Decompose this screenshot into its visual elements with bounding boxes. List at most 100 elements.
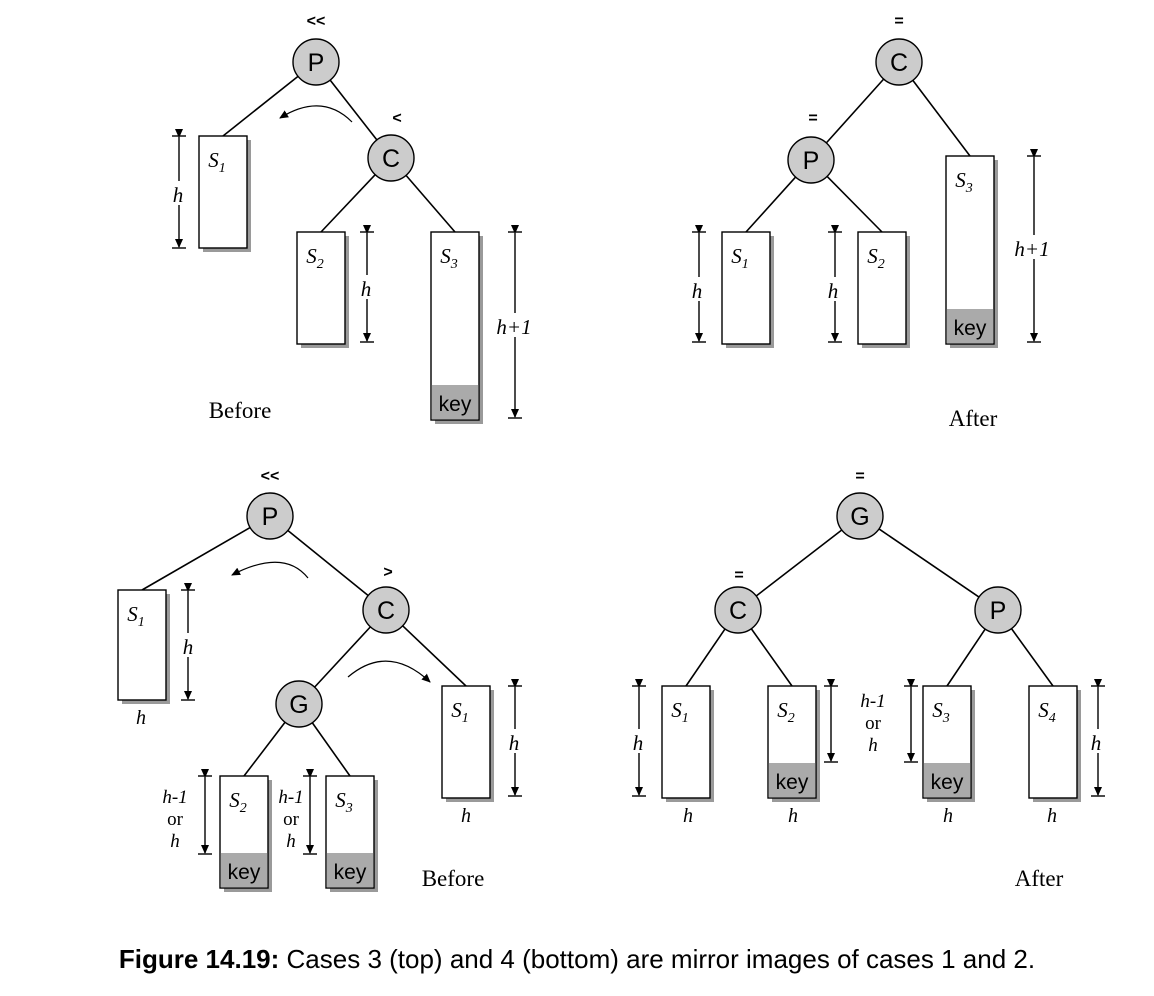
subtree-box xyxy=(117,589,167,701)
tree-edge xyxy=(314,626,371,688)
tree-edge xyxy=(1010,628,1054,687)
subtree-name: S2 xyxy=(229,788,247,816)
tree-edge xyxy=(141,526,251,591)
key-label: key xyxy=(931,771,964,794)
node-C: C> xyxy=(362,564,410,634)
balance-indicator: << xyxy=(307,13,326,30)
tree-edge xyxy=(946,628,986,687)
tree-edge xyxy=(878,528,980,598)
node-circle xyxy=(292,38,340,86)
height-label: h xyxy=(170,831,180,852)
node-label: P xyxy=(990,597,1007,625)
node-P: P << xyxy=(292,13,340,86)
key-band xyxy=(220,853,268,888)
subtree-box xyxy=(857,231,907,345)
tree-edge xyxy=(685,628,726,687)
height-under-label: h xyxy=(1047,805,1057,827)
tree-edge xyxy=(755,529,843,597)
node-label: G xyxy=(850,503,869,531)
rotation-arrow xyxy=(231,561,309,579)
balance-indicator: = xyxy=(734,567,743,584)
node-P: P << xyxy=(246,468,294,540)
subtree-name: S1 xyxy=(671,698,689,726)
subtree-name: S1 xyxy=(127,602,145,630)
node-label: C xyxy=(382,145,400,173)
height-label-bg xyxy=(500,729,528,753)
height-label-bg xyxy=(819,277,847,301)
node-circle xyxy=(714,586,762,634)
subtree-box xyxy=(1028,685,1078,799)
height-label: h+1 xyxy=(1014,237,1049,261)
height-label: h-1 xyxy=(860,691,885,712)
panel-3: S1hhkeyS2h-1orhkeyS3h-1orhS1hhP<<C>GBefo… xyxy=(117,468,528,892)
height-under-label: h xyxy=(943,805,953,827)
subtree-S1: S1h xyxy=(683,225,774,348)
rotation-arrow xyxy=(279,105,353,123)
balance-indicator: < xyxy=(392,110,401,127)
tree-edge xyxy=(243,721,286,777)
height-label: h xyxy=(1091,731,1102,755)
tree-edge xyxy=(402,625,467,687)
tree-edge xyxy=(405,174,456,233)
balance-indicator: = xyxy=(894,13,903,30)
node-P: P xyxy=(974,586,1022,634)
tree-edge xyxy=(311,722,351,777)
node-label: P xyxy=(803,147,820,175)
key-band xyxy=(946,309,994,344)
subtree-S2: S2 h xyxy=(296,225,380,348)
height-label: h xyxy=(286,831,296,852)
subtree-name: S3 xyxy=(955,168,973,196)
node-circle xyxy=(362,586,410,634)
height-label: h xyxy=(828,279,839,303)
height-label: h xyxy=(183,635,194,659)
balance-indicator: = xyxy=(808,110,817,127)
balance-indicator: = xyxy=(855,468,864,485)
caption-label: Figure 14.19: xyxy=(118,944,280,974)
tree-edge xyxy=(745,176,797,233)
height-label: h xyxy=(361,277,372,301)
key-label: key xyxy=(439,393,472,416)
caption-text: Cases 3 (top) and 4 (bottom) are mirror … xyxy=(286,944,1036,974)
height-label: h xyxy=(509,731,520,755)
tree-edge xyxy=(320,174,376,233)
height-label-bg xyxy=(164,181,192,205)
node-label: P xyxy=(262,503,279,531)
node-label: G xyxy=(289,691,308,719)
tree-edge xyxy=(329,79,378,141)
subtree-box xyxy=(441,685,491,799)
node-label: C xyxy=(729,597,747,625)
height-label: h xyxy=(173,183,184,207)
subtree-name: S2 xyxy=(306,244,324,272)
height-label: h-1 xyxy=(162,787,187,808)
node-C: C< xyxy=(367,110,415,182)
subtree-name: S1 xyxy=(451,698,469,726)
height-label: h-1 xyxy=(278,787,303,808)
node-C: C= xyxy=(714,567,762,634)
node-label: P xyxy=(308,49,325,77)
height-label-bg xyxy=(352,275,380,299)
height-label-bg xyxy=(174,633,202,657)
height-label-bg xyxy=(490,313,538,337)
height-label-bg xyxy=(624,729,652,753)
rotation-arrow xyxy=(347,660,431,683)
node-C: C= xyxy=(875,13,923,86)
balance-indicator: << xyxy=(261,468,280,485)
panel-label: After xyxy=(1015,866,1064,891)
panel-label: After xyxy=(949,406,998,431)
height-label: h xyxy=(692,279,703,303)
key-band xyxy=(431,385,479,420)
panel-label: Before xyxy=(209,398,272,423)
tree-edge xyxy=(222,75,299,137)
subtree-name: S3 xyxy=(335,788,353,816)
height-label: or xyxy=(167,809,184,830)
tree-edge xyxy=(826,175,883,233)
height-label: h xyxy=(633,731,644,755)
subtree-name: S3 xyxy=(440,244,458,272)
subtree-name: S2 xyxy=(777,698,795,726)
